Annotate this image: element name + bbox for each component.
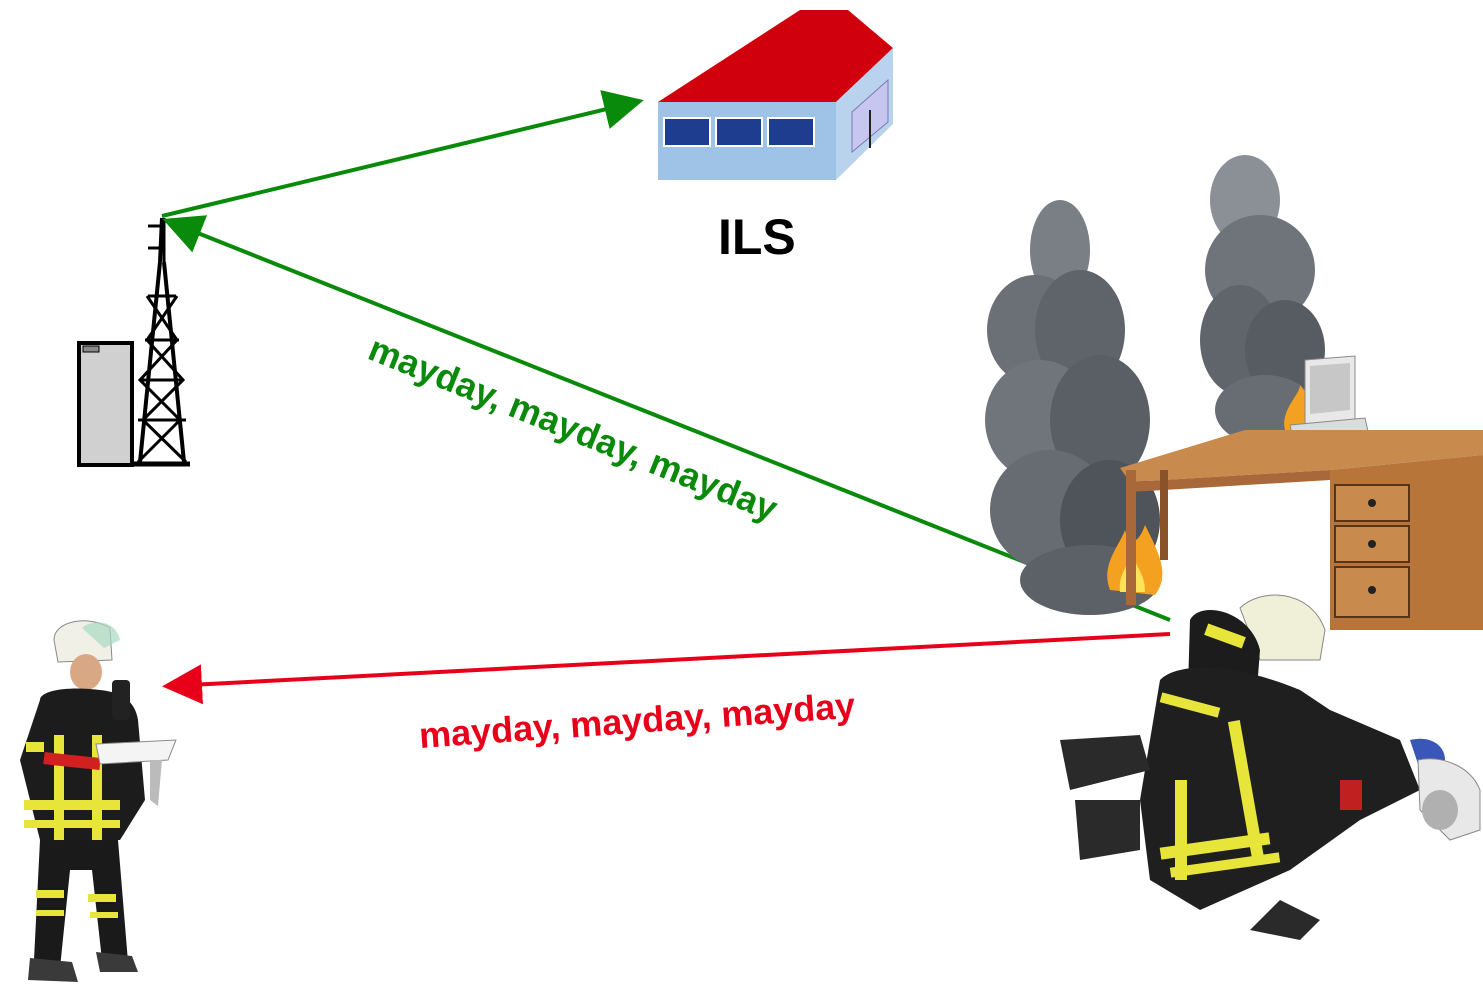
arrow-firefighter-to-tower (162, 215, 1171, 622)
desk-computer-icon (1120, 355, 1483, 630)
firefighter-icon (20, 620, 177, 982)
rescue-firefighters-icon (1060, 594, 1481, 940)
mayday-label-red: mayday, mayday, mayday (418, 685, 857, 756)
fire-smoke-icon (1200, 155, 1326, 445)
ils-label: ILS (718, 209, 796, 265)
arrow-firefighter-to-commander (162, 632, 1171, 705)
arrow-tower-to-ils (161, 90, 644, 218)
mayday-label-green: mayday, mayday, mayday (363, 327, 783, 529)
fire-smoke-icon (985, 200, 1163, 615)
building-icon (658, 10, 893, 180)
radio-tower-icon (77, 217, 190, 467)
